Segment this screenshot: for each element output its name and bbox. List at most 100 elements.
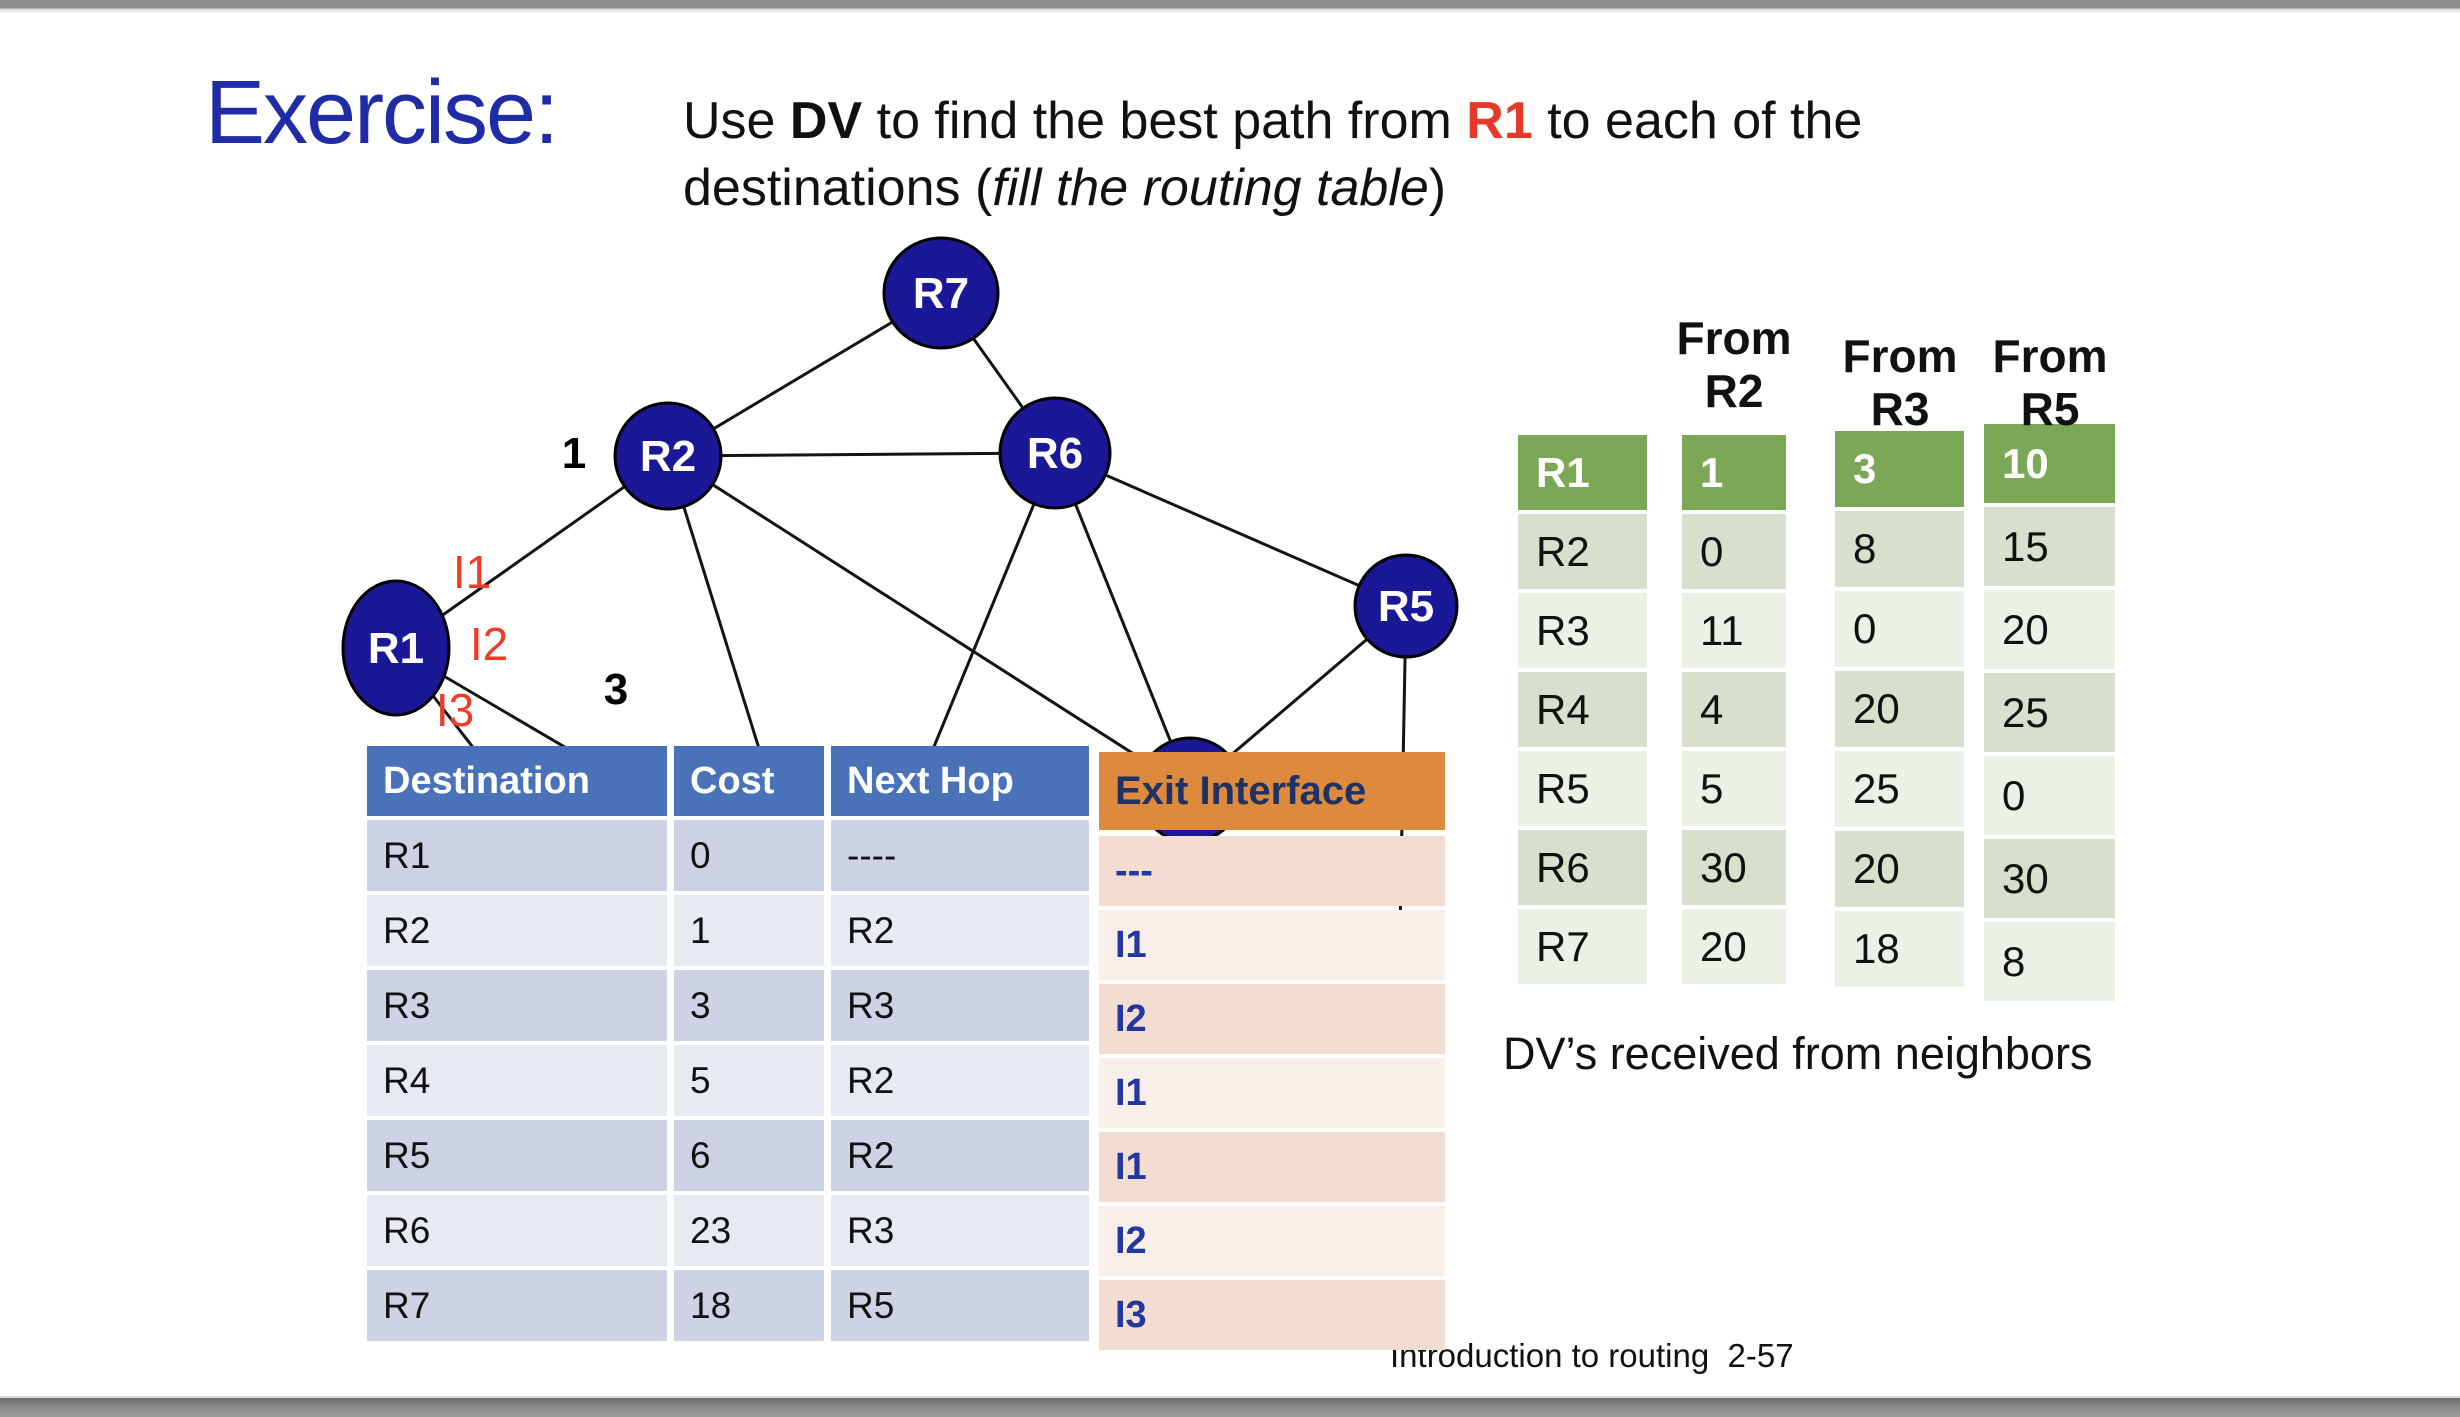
instruction-segment: DV <box>789 92 863 150</box>
dv-header-line: From <box>1992 330 2108 382</box>
window-bottom-bar <box>0 1396 2460 1417</box>
router-node-R7: R7 <box>882 236 1000 350</box>
routing-cell: 1 <box>674 895 824 966</box>
dv-cell: 3 <box>1835 431 1964 507</box>
router-node-R1: R1 <box>341 579 451 717</box>
dv-cell: 30 <box>1984 839 2115 918</box>
link-cost-label: 1 <box>562 429 586 478</box>
instruction-segment: R1 <box>1466 92 1533 150</box>
routing-cell: 3 <box>674 970 824 1041</box>
slide-footer: Introduction to routing 2-57 <box>1390 1337 1794 1374</box>
dv-cell: 20 <box>1682 909 1786 984</box>
routing-cell: R7 <box>367 1270 667 1341</box>
network-link <box>666 455 777 801</box>
dv-header-line: R3 <box>1870 383 1930 435</box>
dv-cell: 8 <box>1984 922 2115 1001</box>
routing-header-cell: Destination <box>367 746 667 816</box>
routing-cell: 6 <box>674 1120 824 1191</box>
router-node-label: R2 <box>640 432 696 481</box>
routing-cell: ---- <box>831 820 1089 891</box>
dv-cell: 30 <box>1682 830 1786 905</box>
network-link <box>910 452 1057 801</box>
dv-cell: 5 <box>1682 751 1786 826</box>
routing-header-cell: Cost <box>674 746 824 816</box>
routing-cell: R1 <box>367 820 667 891</box>
dv-header-line: R2 <box>1704 365 1764 417</box>
dv-cell: 20 <box>1984 590 2115 669</box>
dv-cell: 20 <box>1835 831 1964 907</box>
dv-cell: 18 <box>1835 911 1964 987</box>
dv-cell: 0 <box>1682 514 1786 589</box>
interface-label: I3 <box>436 684 474 736</box>
interface-label: I1 <box>453 546 491 598</box>
router-node-label: R6 <box>1027 429 1083 478</box>
dv-cell: R5 <box>1518 751 1647 826</box>
dv-cell: 10 <box>1984 424 2115 503</box>
dv-header-line: From <box>1842 330 1958 382</box>
instruction-segment: ) <box>1428 159 1447 217</box>
dv-cell: 25 <box>1835 751 1964 827</box>
exit-interface-cell: I1 <box>1099 1132 1445 1202</box>
instruction-text: Use DV to find the best path from R1 to … <box>683 88 2083 222</box>
dv-cell: R4 <box>1518 672 1647 747</box>
dv-cell: 0 <box>1984 756 2115 835</box>
dv-cell: 20 <box>1835 671 1964 747</box>
routing-cell: 18 <box>674 1270 824 1341</box>
instruction-segment: Use <box>683 92 790 150</box>
router-node-label: R5 <box>1378 582 1434 631</box>
dv-cell: R1 <box>1518 435 1647 510</box>
routing-cell: R3 <box>367 970 667 1041</box>
exit-interface-cell: I2 <box>1099 984 1445 1054</box>
routing-cell: R3 <box>831 970 1089 1041</box>
dv-cell: 4 <box>1682 672 1786 747</box>
dv-cell: R2 <box>1518 514 1647 589</box>
dv-cell: R6 <box>1518 830 1647 905</box>
routing-cell: R3 <box>831 1195 1089 1266</box>
link-cost-label: 3 <box>604 665 628 714</box>
instruction-segment: destinations ( <box>683 159 993 217</box>
routing-header-cell: Next Hop <box>831 746 1089 816</box>
router-node-R5: R5 <box>1353 553 1459 659</box>
network-link <box>1053 452 1192 791</box>
instruction-segment: fill the routing table <box>992 159 1429 217</box>
window-top-strip <box>0 0 2460 14</box>
dv-header-line: R5 <box>2020 383 2080 435</box>
instruction-line-1: Use DV to find the best path from R1 to … <box>683 88 2083 155</box>
routing-cell: R2 <box>831 895 1089 966</box>
routing-cell: R2 <box>367 895 667 966</box>
router-node-R6: R6 <box>998 396 1112 510</box>
exit-interface-cell: I1 <box>1099 1058 1445 1128</box>
routing-cell: 5 <box>674 1045 824 1116</box>
dv-cell: 0 <box>1835 591 1964 667</box>
instruction-segment: to each of the <box>1532 92 1863 150</box>
routing-cell: 0 <box>674 820 824 891</box>
exit-interface-header: Exit Interface <box>1099 752 1445 830</box>
dv-header-line: From <box>1676 312 1792 364</box>
routing-cell: R6 <box>367 1195 667 1266</box>
dv-cell: 1 <box>1682 435 1786 510</box>
slide-title: Exercise: <box>205 63 559 163</box>
dv-cell: R3 <box>1518 593 1647 668</box>
interface-label: I2 <box>470 618 508 670</box>
dv-cell: 11 <box>1682 593 1786 668</box>
dv-cell: 25 <box>1984 673 2115 752</box>
routing-cell: R2 <box>831 1045 1089 1116</box>
router-node-label: R1 <box>368 624 424 673</box>
instruction-line-2: destinations (fill the routing table) <box>683 155 2083 222</box>
dv-caption: DV’s received from neighbors <box>1503 1028 2093 1079</box>
routing-cell: R2 <box>831 1120 1089 1191</box>
exit-interface-cell: I3 <box>1099 1280 1445 1350</box>
